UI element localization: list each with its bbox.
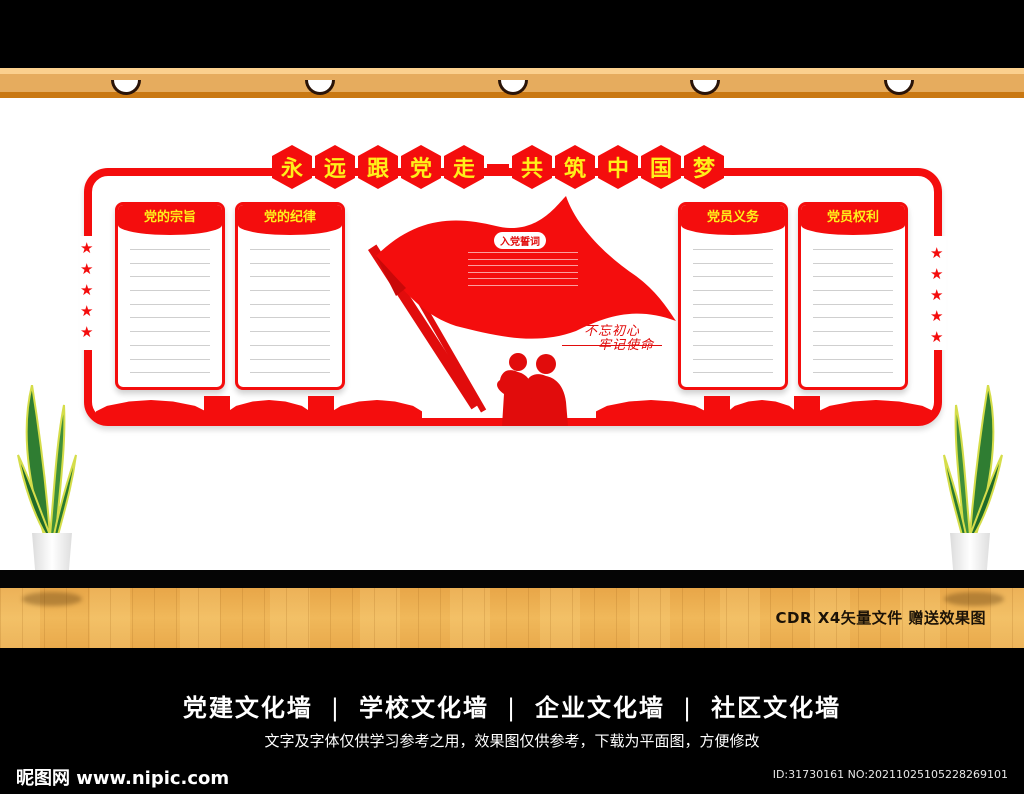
great-wall-tower — [308, 396, 334, 420]
title-char: 党 — [401, 145, 441, 189]
star-icon: ★ — [930, 286, 944, 304]
baseboard — [0, 570, 1024, 588]
great-wall-segment — [332, 399, 422, 418]
great-wall-tower — [794, 396, 820, 420]
title-char: 国 — [641, 145, 681, 189]
title-char: 中 — [598, 145, 638, 189]
image-id: ID:31730161 NO:20211025105228269101 — [772, 768, 1008, 781]
title-char: 共 — [512, 145, 552, 189]
great-wall-segment — [596, 399, 706, 418]
board-lines — [681, 235, 785, 374]
title-char: 远 — [315, 145, 355, 189]
great-wall-segment — [228, 399, 310, 418]
oath-lines — [468, 252, 578, 291]
great-wall-segment — [818, 399, 934, 418]
title-char: 筑 — [555, 145, 595, 189]
star-icon: ★ — [80, 239, 94, 257]
star-icon: ★ — [80, 260, 94, 278]
great-wall-tower — [704, 396, 730, 420]
star-icon: ★ — [930, 265, 944, 283]
star-icon: ★ — [80, 323, 94, 341]
slogan-line-2: 牢记使命 — [598, 338, 655, 353]
slogan-rule — [562, 345, 662, 346]
board-lines — [801, 235, 905, 374]
board-lines — [238, 235, 342, 374]
category-school: 学校文化墙 — [358, 694, 489, 722]
top-black-band — [0, 0, 1024, 68]
board-party-purpose: 党的宗旨 — [115, 202, 225, 390]
title-char: 走 — [444, 145, 484, 189]
board-title: 党的纪律 — [238, 205, 342, 235]
star-icon: ★ — [930, 307, 944, 325]
title-char: 梦 — [684, 145, 724, 189]
red-flag-icon — [376, 196, 676, 339]
file-format-note: CDR X4矢量文件 赠送效果图 — [775, 609, 986, 627]
frame-gap — [930, 236, 946, 350]
separator: | — [683, 694, 694, 722]
great-wall-segment — [728, 399, 796, 418]
frame-gap — [80, 236, 96, 350]
board-title: 党员义务 — [681, 205, 785, 235]
great-wall-tower — [204, 396, 230, 420]
star-icon: ★ — [80, 302, 94, 320]
board-lines — [118, 235, 222, 374]
title-divider — [487, 164, 509, 170]
board-member-rights: 党员权利 — [798, 202, 908, 390]
category-enterprise: 企业文化墙 — [535, 694, 666, 722]
footer-band — [0, 648, 1024, 794]
site-watermark: 昵图网 www.nipic.com — [16, 768, 230, 789]
board-title: 党的宗旨 — [118, 205, 222, 235]
pot-shadow — [22, 592, 82, 606]
separator: | — [330, 694, 341, 722]
potted-plant-left-icon — [17, 385, 77, 536]
disclaimer-text: 文字及字体仅供学习参考之用，效果图仅供参考，下载为平面图，方便修改 — [264, 732, 760, 750]
title-char: 跟 — [358, 145, 398, 189]
board-member-duties: 党员义务 — [678, 202, 788, 390]
oath-badge: 入党誓词 — [494, 232, 546, 249]
great-wall-segment — [96, 399, 206, 418]
saluting-figures-icon — [497, 353, 568, 426]
separator: | — [506, 694, 518, 722]
wood-floor — [0, 588, 1024, 648]
right-star-column: ★ ★ ★ ★ ★ — [930, 245, 943, 345]
category-list: 党建文化墙 | 学校文化墙 | 企业文化墙 | 社区文化墙 — [0, 688, 1024, 723]
title-char: 永 — [272, 145, 312, 189]
star-icon: ★ — [930, 244, 944, 262]
left-star-column: ★ ★ ★ ★ ★ — [80, 240, 93, 340]
pot-shadow — [944, 592, 1004, 606]
category-party-building: 党建文化墙 — [182, 694, 313, 722]
board-title: 党员权利 — [801, 205, 905, 235]
slogan-line-1: 不忘初心 — [584, 324, 641, 339]
category-community: 社区文化墙 — [711, 694, 842, 722]
star-icon: ★ — [930, 328, 944, 346]
wall-title: 永 远 跟 党 走 共 筑 中 国 梦 — [272, 145, 724, 189]
star-icon: ★ — [80, 281, 94, 299]
board-party-discipline: 党的纪律 — [235, 202, 345, 390]
